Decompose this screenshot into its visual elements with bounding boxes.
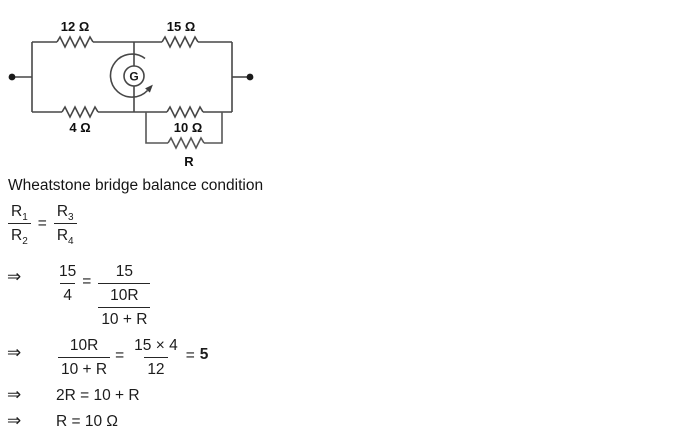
equals-sign: = bbox=[82, 273, 92, 290]
resistor-4ohm bbox=[61, 105, 99, 119]
equation-step-3: ⇒ 2R = 10 + R bbox=[7, 386, 140, 405]
galvanometer-circle bbox=[123, 65, 145, 87]
implies-arrow: ⇒ bbox=[7, 385, 22, 404]
wheatstone-circuit-diagram: G 12 Ω 15 Ω 4 Ω 10 Ω R bbox=[8, 19, 254, 169]
label-15ohm: 15 Ω bbox=[167, 19, 196, 34]
equals-sign: = bbox=[115, 347, 125, 364]
equation-final-answer: ⇒ R = 10 Ω bbox=[7, 412, 118, 431]
galvanometer-arrowhead bbox=[145, 84, 153, 93]
result-value: 5 bbox=[199, 346, 209, 363]
fraction-10R-10plusR: 10R 10 + R bbox=[58, 336, 111, 379]
left-terminal-dot bbox=[8, 73, 16, 81]
galvanometer-label: G bbox=[129, 70, 138, 84]
label-12ohm: 12 Ω bbox=[61, 19, 90, 34]
fraction-15x4-12: 15 × 4 12 bbox=[134, 337, 178, 378]
galvanometer-rotation-arc bbox=[109, 53, 149, 98]
implies-arrow: ⇒ bbox=[7, 343, 22, 362]
equals-sign: = bbox=[185, 347, 195, 364]
equation-balance-condition: R1 R2 = R3 R4 bbox=[8, 202, 77, 247]
fraction-15-4: 15 4 bbox=[59, 263, 77, 304]
solution-title: Wheatstone bridge balance condition bbox=[8, 177, 264, 194]
label-10ohm: 10 Ω bbox=[174, 120, 203, 135]
implies-arrow: ⇒ bbox=[7, 267, 22, 286]
label-4ohm: 4 Ω bbox=[69, 120, 90, 135]
equation-text: 2R = 10 + R bbox=[56, 387, 140, 404]
parallel-branch-wire bbox=[145, 112, 223, 144]
resistor-15ohm bbox=[161, 35, 199, 49]
equation-step-2: ⇒ 10R 10 + R = 15 × 4 12 = 5 bbox=[7, 335, 208, 379]
right-terminal-dot bbox=[246, 73, 254, 81]
equation-step-1: ⇒ 15 4 = 15 10R 10 + R bbox=[7, 261, 151, 329]
fraction-nested: 15 10R 10 + R bbox=[98, 262, 151, 329]
resistor-12ohm bbox=[56, 35, 94, 49]
resistor-10ohm bbox=[166, 105, 204, 119]
equals-sign: = bbox=[37, 215, 47, 232]
label-R: R bbox=[184, 154, 194, 169]
implies-arrow: ⇒ bbox=[7, 411, 22, 430]
fraction-10R-10plusR: 10R 10 + R bbox=[98, 286, 151, 329]
fraction-r1-r2: R1 R2 bbox=[8, 202, 31, 247]
equation-text: R = 10 Ω bbox=[56, 413, 118, 430]
fraction-r3-r4: R3 R4 bbox=[53, 202, 77, 247]
resistor-R bbox=[167, 136, 205, 150]
